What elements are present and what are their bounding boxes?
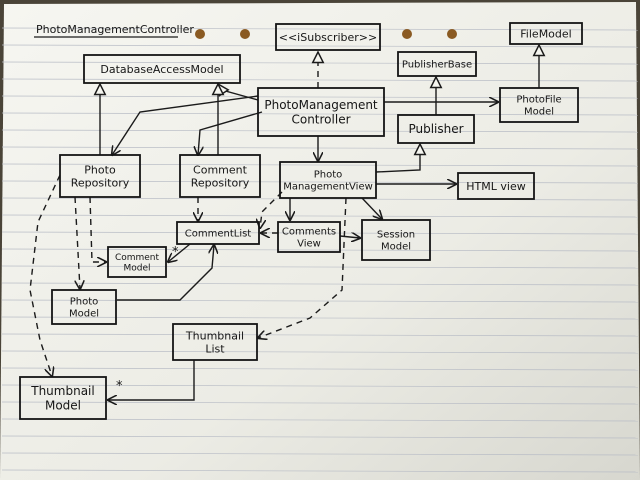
node-label: Publisher [408, 122, 463, 136]
edge-pmview-to-publisher [375, 144, 420, 173]
multiplicity-label: * [116, 379, 123, 394]
node-label: Model [524, 107, 554, 118]
node-box [107, 246, 167, 278]
edge-photorepo-to-thumbnailmodel [29, 174, 61, 376]
node-box [257, 87, 385, 137]
node-publisher: Publisher [397, 114, 475, 144]
edge-pmview-to-thumbnaillist [258, 197, 347, 338]
edge-pmc-to-photorepo [112, 95, 259, 155]
node-label: DatabaseAccessModel [100, 63, 223, 76]
edge-commentsview-to-sessionmodel [339, 236, 360, 238]
edge-photomodel-to-commentlist [117, 245, 214, 301]
node-box [51, 289, 117, 325]
edge-photorepo-to-photomodel [74, 196, 80, 289]
edges-layer: ** [29, 45, 539, 400]
node-label: Controller [291, 112, 350, 126]
node-box [275, 23, 381, 51]
node-label: PhotoManagement [264, 98, 378, 112]
node-box [361, 219, 431, 261]
nodes-layer: <<iSubscriber>> FileModelDatabaseAccessMo… [19, 22, 583, 420]
node-label: Photo [84, 163, 116, 176]
node-box [172, 323, 258, 361]
node-label: Model [69, 309, 99, 320]
edge-pmc-to-commentrepo [198, 111, 263, 155]
diagram-title: PhotoManagementController [36, 23, 194, 36]
node-label: FileModel [520, 27, 571, 40]
ruled-lines [1, 27, 639, 473]
node-label: List [205, 342, 225, 355]
node-isubscriber: <<iSubscriber>> [275, 23, 381, 51]
edge-pmview-to-sessionmodel [361, 197, 382, 219]
node-box [277, 221, 341, 253]
node-label: CommentList [185, 229, 252, 240]
node-box [19, 376, 107, 420]
node-publisherbase: PublisherBase [397, 51, 477, 77]
node-label: HTML view [466, 180, 525, 193]
node-box [499, 87, 579, 123]
node-dam: DatabaseAccessModel [83, 54, 241, 84]
node-label: Model [123, 264, 150, 274]
node-label: Comment [193, 163, 248, 176]
multiplicity-label: * [172, 245, 179, 260]
node-label: Thumbnail [30, 384, 94, 398]
node-label: Thumbnail [185, 329, 244, 342]
node-label: Photo [314, 170, 343, 181]
node-label: PublisherBase [402, 60, 472, 71]
node-label: Repository [191, 176, 250, 189]
node-commentlist: CommentList [176, 221, 260, 245]
node-box [397, 114, 475, 144]
node-label: View [297, 239, 321, 250]
node-label: Model [381, 242, 411, 253]
node-filemodel: FileModel [509, 22, 583, 45]
edge-thumbnaillist-to-thumbnailmodel [108, 360, 195, 400]
node-box [509, 22, 583, 45]
node-box [59, 154, 141, 198]
edge-commentlist-to-commentmodel [168, 243, 191, 262]
node-label: Repository [71, 176, 130, 189]
node-label: Comments [282, 227, 336, 238]
node-box [179, 154, 261, 198]
node-box [397, 51, 477, 77]
node-box [83, 54, 241, 84]
node-label: PhotoFile [516, 95, 561, 106]
node-box [279, 161, 377, 199]
node-label: Session [377, 230, 415, 241]
punch-holes [195, 29, 457, 39]
node-htmlview: HTML view [457, 172, 535, 200]
node-label: Photo [70, 297, 99, 308]
node-label: Comment [115, 253, 160, 263]
node-label: <<iSubscriber>> [279, 31, 378, 44]
node-pmc: PhotoManagementController [257, 87, 385, 137]
node-box [457, 172, 535, 200]
node-label: ManagementView [283, 182, 373, 193]
node-box [176, 221, 260, 245]
node-label: Model [45, 398, 81, 412]
